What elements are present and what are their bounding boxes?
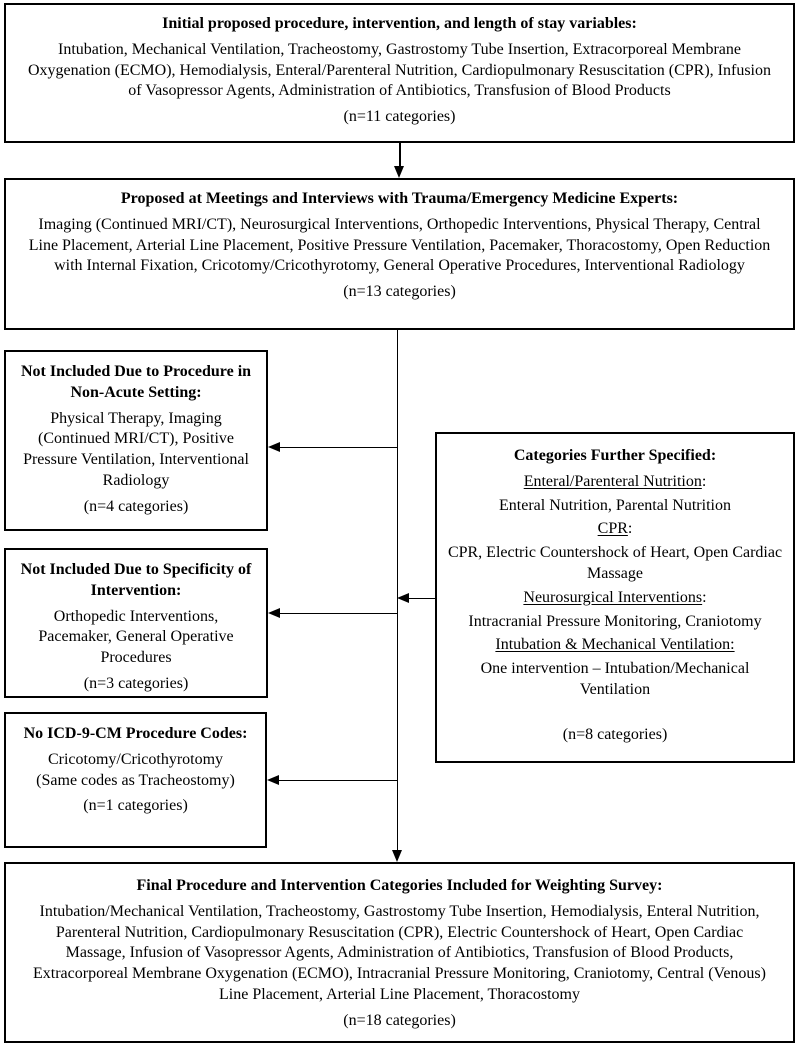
arrowhead-left-non-acute [268, 442, 280, 452]
box-specificity-title: Not Included Due to Specificity of Inter… [20, 561, 252, 599]
box-final-categories: Final Procedure and Intervention Categor… [4, 862, 795, 1043]
arrowhead-left-specificity [268, 608, 280, 618]
connector-to-non-acute-line [280, 446, 397, 448]
arrowhead-down-final [392, 850, 402, 862]
box-categories-specified: Categories Further Specified: Enteral/Pa… [435, 432, 795, 763]
box-final-count: (n=18 categories) [343, 1011, 456, 1029]
specified-section-term: Enteral/Parenteral Nutrition: [523, 472, 707, 490]
box-proposed-count: (n=13 categories) [343, 283, 456, 301]
arrowhead-left-icd [267, 775, 279, 785]
box-icd-body: Cricotomy/Cricothyrotomy (Same codes as … [36, 750, 235, 789]
box-initial-variables: Initial proposed procedure, intervention… [4, 3, 795, 143]
box-non-acute: Not Included Due to Procedure in Non-Acu… [4, 350, 268, 531]
box-initial-count: (n=11 categories) [343, 108, 456, 126]
specified-section-term: Intubation & Mechanical Ventilation: [495, 636, 735, 654]
connector-to-specificity-line [280, 612, 397, 614]
specified-section-term: Neurosurgical Interventions: [523, 588, 707, 606]
specified-section-term: CPR: [597, 520, 633, 538]
specified-sections: Enteral/Parenteral Nutrition: Enteral Nut… [447, 472, 783, 701]
box-icd-codes: No ICD-9-CM Procedure Codes: Cricotomy/C… [4, 712, 267, 848]
box-final-body: Intubation/Mechanical Ventilation, Trach… [33, 902, 766, 1003]
arrowhead-left-trunk [397, 593, 409, 603]
connector-to-icd-line [279, 779, 397, 781]
specified-section-items: One intervention – Intubation/Mechanical… [480, 660, 750, 698]
connector-specified-to-trunk-line [409, 597, 435, 599]
connector-trunk-line [396, 330, 398, 850]
specified-section-items: Enteral Nutrition, Parental Nutrition [499, 496, 731, 514]
box-initial-body: Intubation, Mechanical Ventilation, Trac… [28, 40, 771, 100]
box-specificity: Not Included Due to Specificity of Inter… [4, 548, 268, 698]
box-specificity-body: Orthopedic Interventions, Pacemaker, Gen… [38, 607, 234, 667]
box-proposed-title: Proposed at Meetings and Interviews with… [120, 190, 679, 207]
box-icd-title: No ICD-9-CM Procedure Codes: [23, 725, 248, 742]
box-initial-title: Initial proposed procedure, intervention… [162, 15, 637, 32]
arrowhead-down-proposed [394, 166, 404, 178]
box-proposed-body: Imaging (Continued MRI/CT), Neurosurgica… [28, 215, 771, 275]
box-specified-count: (n=8 categories) [562, 725, 668, 743]
connector-initial-to-proposed-line [399, 143, 401, 167]
box-specificity-count: (n=3 categories) [83, 674, 189, 692]
box-non-acute-count: (n=4 categories) [83, 497, 189, 515]
specified-section-items: Intracranial Pressure Monitoring, Cranio… [468, 612, 762, 630]
box-non-acute-title: Not Included Due to Procedure in Non-Acu… [20, 363, 252, 401]
box-non-acute-body: Physical Therapy, Imaging (Continued MRI… [23, 409, 249, 489]
box-specified-title: Categories Further Specified: [513, 447, 717, 464]
specified-section-items: CPR, Electric Countershock of Heart, Ope… [447, 544, 783, 582]
box-proposed-experts: Proposed at Meetings and Interviews with… [4, 178, 795, 330]
box-final-title: Final Procedure and Intervention Categor… [136, 877, 663, 894]
box-icd-count: (n=1 categories) [83, 797, 188, 815]
